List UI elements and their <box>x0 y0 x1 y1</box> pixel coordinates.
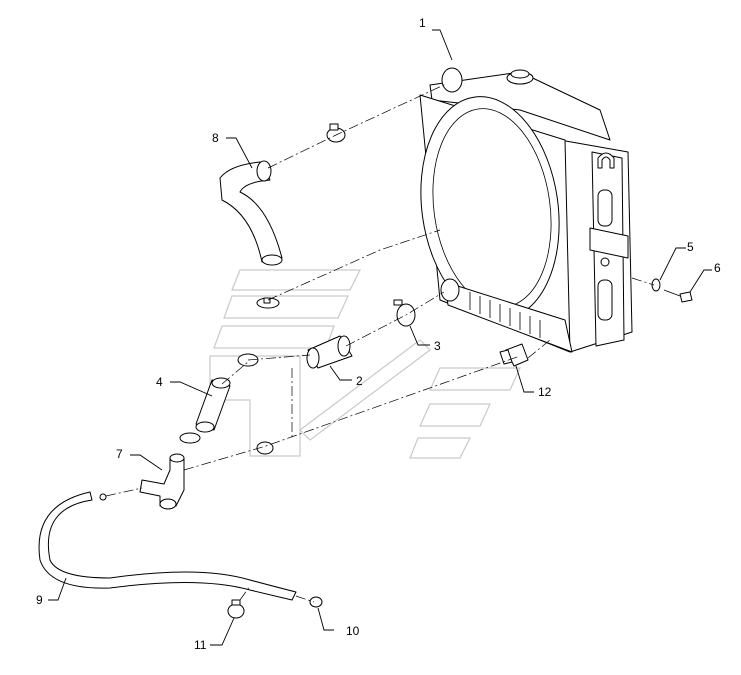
callout-7: 7 <box>116 447 123 461</box>
hose-clamp-11 <box>227 599 245 619</box>
callout-2: 2 <box>356 374 363 388</box>
radiator-assembly <box>419 67 633 353</box>
callout-12: 12 <box>538 385 552 399</box>
hose-clamp-outlet <box>256 441 274 455</box>
bolt <box>663 289 693 303</box>
bypass-hose <box>38 491 297 601</box>
hose-clamp-middle <box>256 297 280 309</box>
leader-lines <box>48 29 712 646</box>
hose-clamp-10 <box>309 596 323 608</box>
callout-11: 11 <box>194 638 207 652</box>
callout-5: 5 <box>687 240 694 254</box>
callout-8: 8 <box>212 131 219 145</box>
lower-hose-short <box>306 335 353 369</box>
lower-hose-4 <box>195 377 231 433</box>
alignment-lines <box>105 83 655 603</box>
callout-6: 6 <box>714 261 721 275</box>
callout-3: 3 <box>434 339 441 353</box>
hose-clamp-3 <box>393 299 416 327</box>
hose-clamp-upper <box>326 123 346 143</box>
callout-1: 1 <box>419 16 426 30</box>
upper-hose <box>219 160 283 266</box>
callout-9: 9 <box>36 593 43 607</box>
elbow-fitting <box>139 453 185 510</box>
callout-10: 10 <box>346 624 360 638</box>
washer <box>651 278 661 292</box>
drain-valve <box>499 343 529 367</box>
hose-clamp-lower <box>179 432 201 444</box>
callout-4: 4 <box>156 375 163 389</box>
callout-labels: 1 2 3 4 5 6 7 8 9 10 11 12 <box>36 16 721 652</box>
